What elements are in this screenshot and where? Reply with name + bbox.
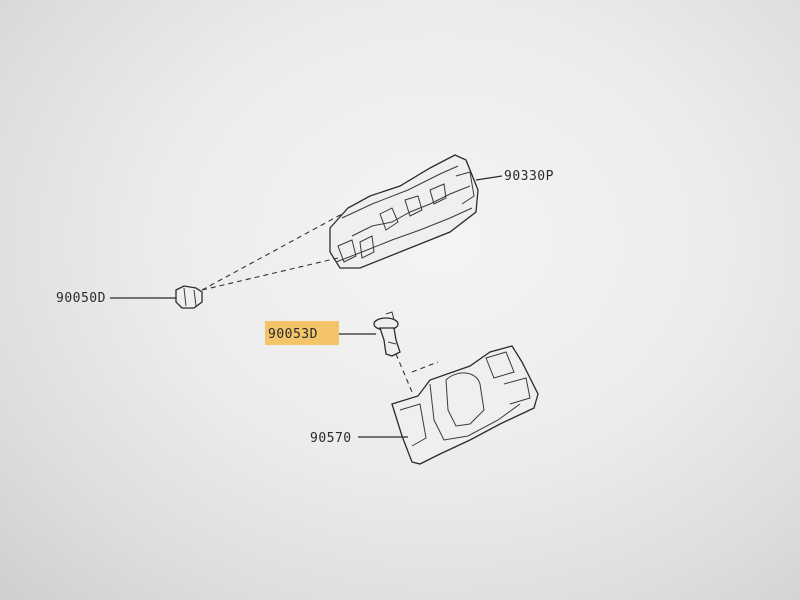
part-label-90050d: 90050D xyxy=(56,291,106,306)
part-label-90570: 90570 xyxy=(310,431,352,446)
part-label-90330p: 90330P xyxy=(504,169,554,184)
part-label-90053d: 90053D xyxy=(268,327,318,342)
assembly-lines xyxy=(201,213,439,393)
lamp-assembly-drawing xyxy=(329,154,479,269)
bracket-drawing xyxy=(391,345,539,465)
clip-drawing xyxy=(175,285,203,309)
leader-90330p xyxy=(475,175,503,181)
part-label-highlight xyxy=(265,321,339,345)
bulb-drawing xyxy=(373,311,401,357)
